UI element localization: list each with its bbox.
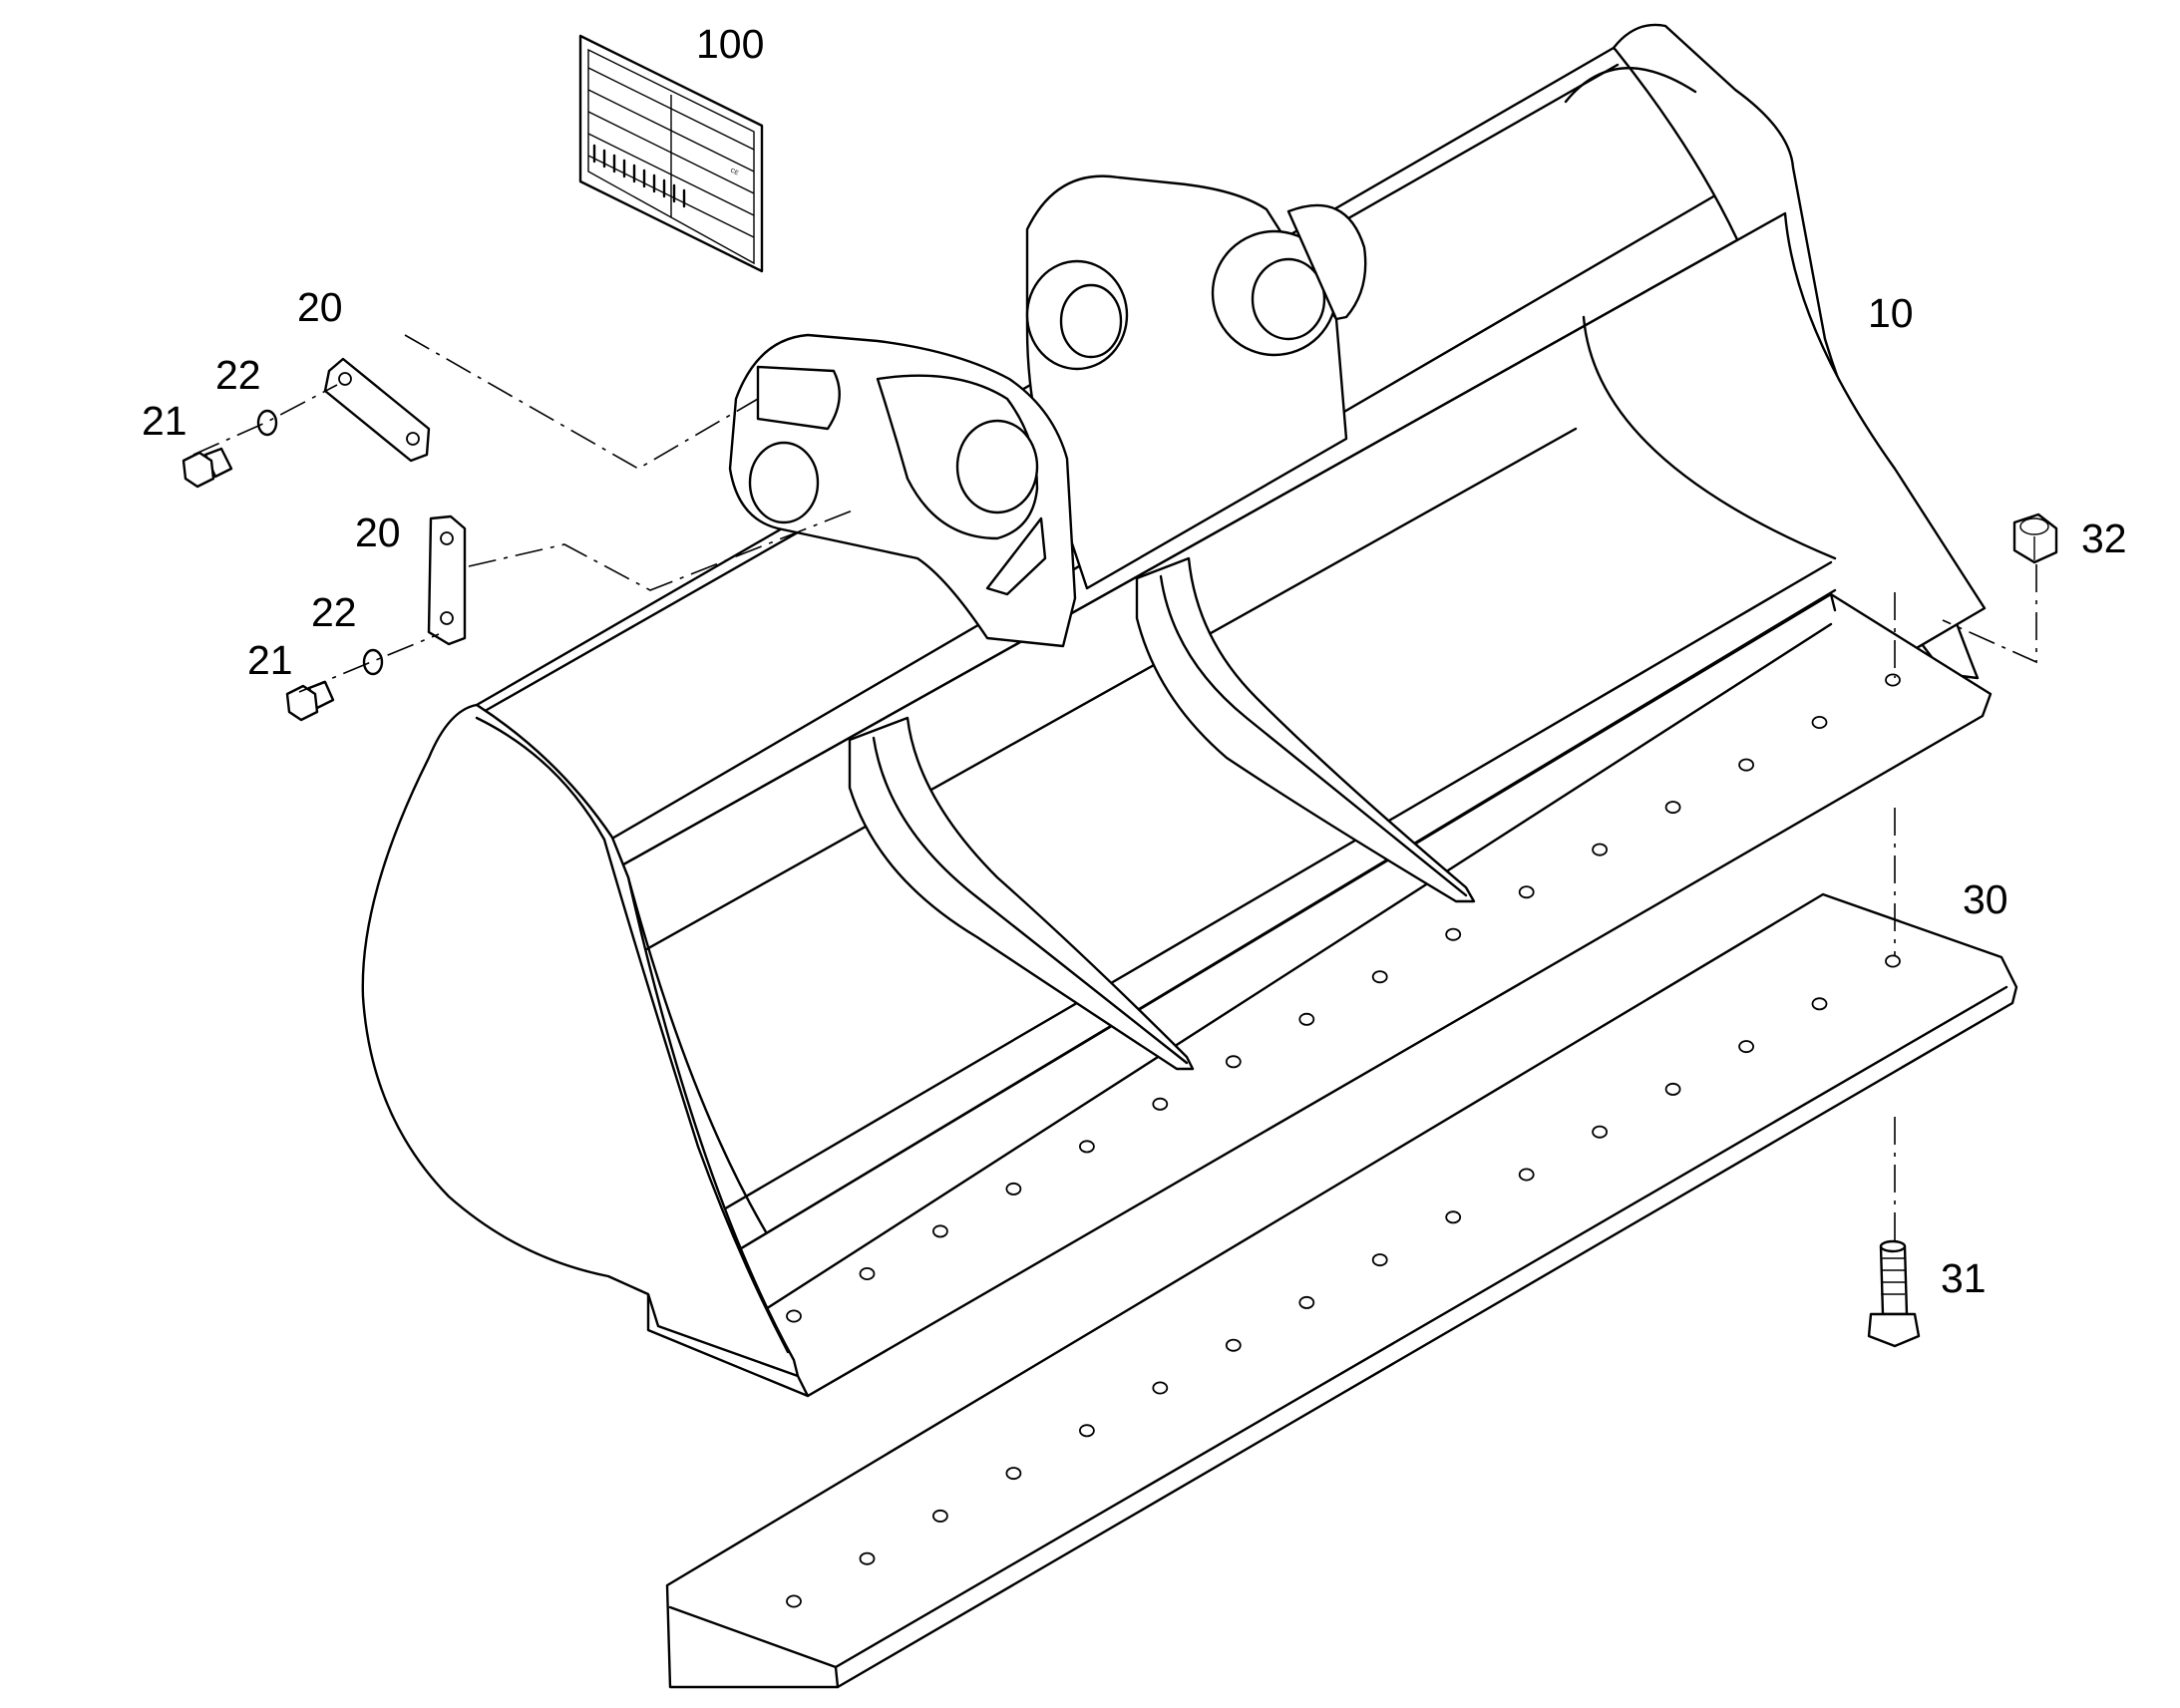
washer-upper [256, 409, 278, 437]
bolt-hole [1518, 885, 1535, 899]
label-31: 31 [1941, 1255, 1987, 1301]
plate-barcode [592, 144, 686, 208]
bolt-hole [1885, 954, 1901, 968]
bolt-hole [1885, 673, 1901, 687]
bolt-hole [1079, 1140, 1095, 1154]
bolt-hole [932, 1509, 948, 1523]
bolt-hole [1811, 716, 1828, 730]
screw-upper [182, 447, 233, 489]
screw-lower [285, 680, 335, 722]
label-20-lower: 20 [355, 510, 401, 555]
bolt-hole [1371, 970, 1388, 984]
label-22-upper: 22 [215, 352, 261, 398]
locking-plate-upper [323, 357, 431, 463]
bolt-hole [1811, 997, 1828, 1011]
bolt-hole [1592, 843, 1608, 856]
bolt-hole [1005, 1182, 1022, 1196]
bolt-hole [1225, 1338, 1242, 1352]
bolt-hole [786, 1594, 802, 1608]
washer-lower [362, 648, 384, 676]
plate-ce-mark: CE [729, 168, 739, 176]
bolt [1867, 1239, 1921, 1348]
bucket [361, 23, 1993, 1398]
bolt-hole [1738, 1040, 1754, 1054]
bolt-hole [1518, 1168, 1535, 1182]
bolt-hole [1298, 1012, 1315, 1026]
bolt-hole [859, 1551, 876, 1565]
bolt-hole [786, 1309, 802, 1323]
bolt-hole [1298, 1295, 1315, 1309]
label-30: 30 [1963, 876, 2008, 922]
bolt-hole [1445, 927, 1462, 941]
bolt-hole [1152, 1381, 1169, 1395]
bolt-hole [1738, 758, 1754, 772]
bucket-lug-right [1025, 174, 1367, 590]
bolt-hole [1225, 1055, 1242, 1069]
label-10: 10 [1868, 290, 1914, 336]
part-labels: 100 10 20 22 21 20 22 21 32 30 31 [142, 21, 2127, 1301]
bolt-hole [1005, 1467, 1022, 1481]
bucket-lug-left [728, 333, 1077, 648]
label-20-upper: 20 [297, 284, 343, 330]
leader-lines [192, 334, 2037, 1242]
bolt-hole [1664, 801, 1681, 815]
label-100: 100 [696, 21, 764, 67]
locking-plate-lower [427, 514, 467, 646]
bolt-hole [1152, 1097, 1169, 1111]
bolt-hole [1445, 1210, 1462, 1224]
bolt-hole [932, 1224, 948, 1238]
label-22-lower: 22 [311, 589, 357, 635]
nut [2012, 512, 2058, 564]
cutting-edge [665, 892, 2018, 1689]
label-21-lower: 21 [247, 637, 293, 683]
bolt-hole [859, 1267, 876, 1281]
identification-plate: CE [578, 34, 764, 273]
bucket-lip-holes [786, 673, 1901, 1323]
label-21-upper: 21 [142, 398, 187, 444]
cutting-edge-holes [786, 954, 1901, 1608]
bolt-hole [1079, 1424, 1095, 1438]
bolt-hole [1371, 1253, 1388, 1267]
label-32: 32 [2081, 515, 2127, 561]
bolt-hole [1592, 1125, 1608, 1139]
bolt-hole [1664, 1082, 1681, 1096]
